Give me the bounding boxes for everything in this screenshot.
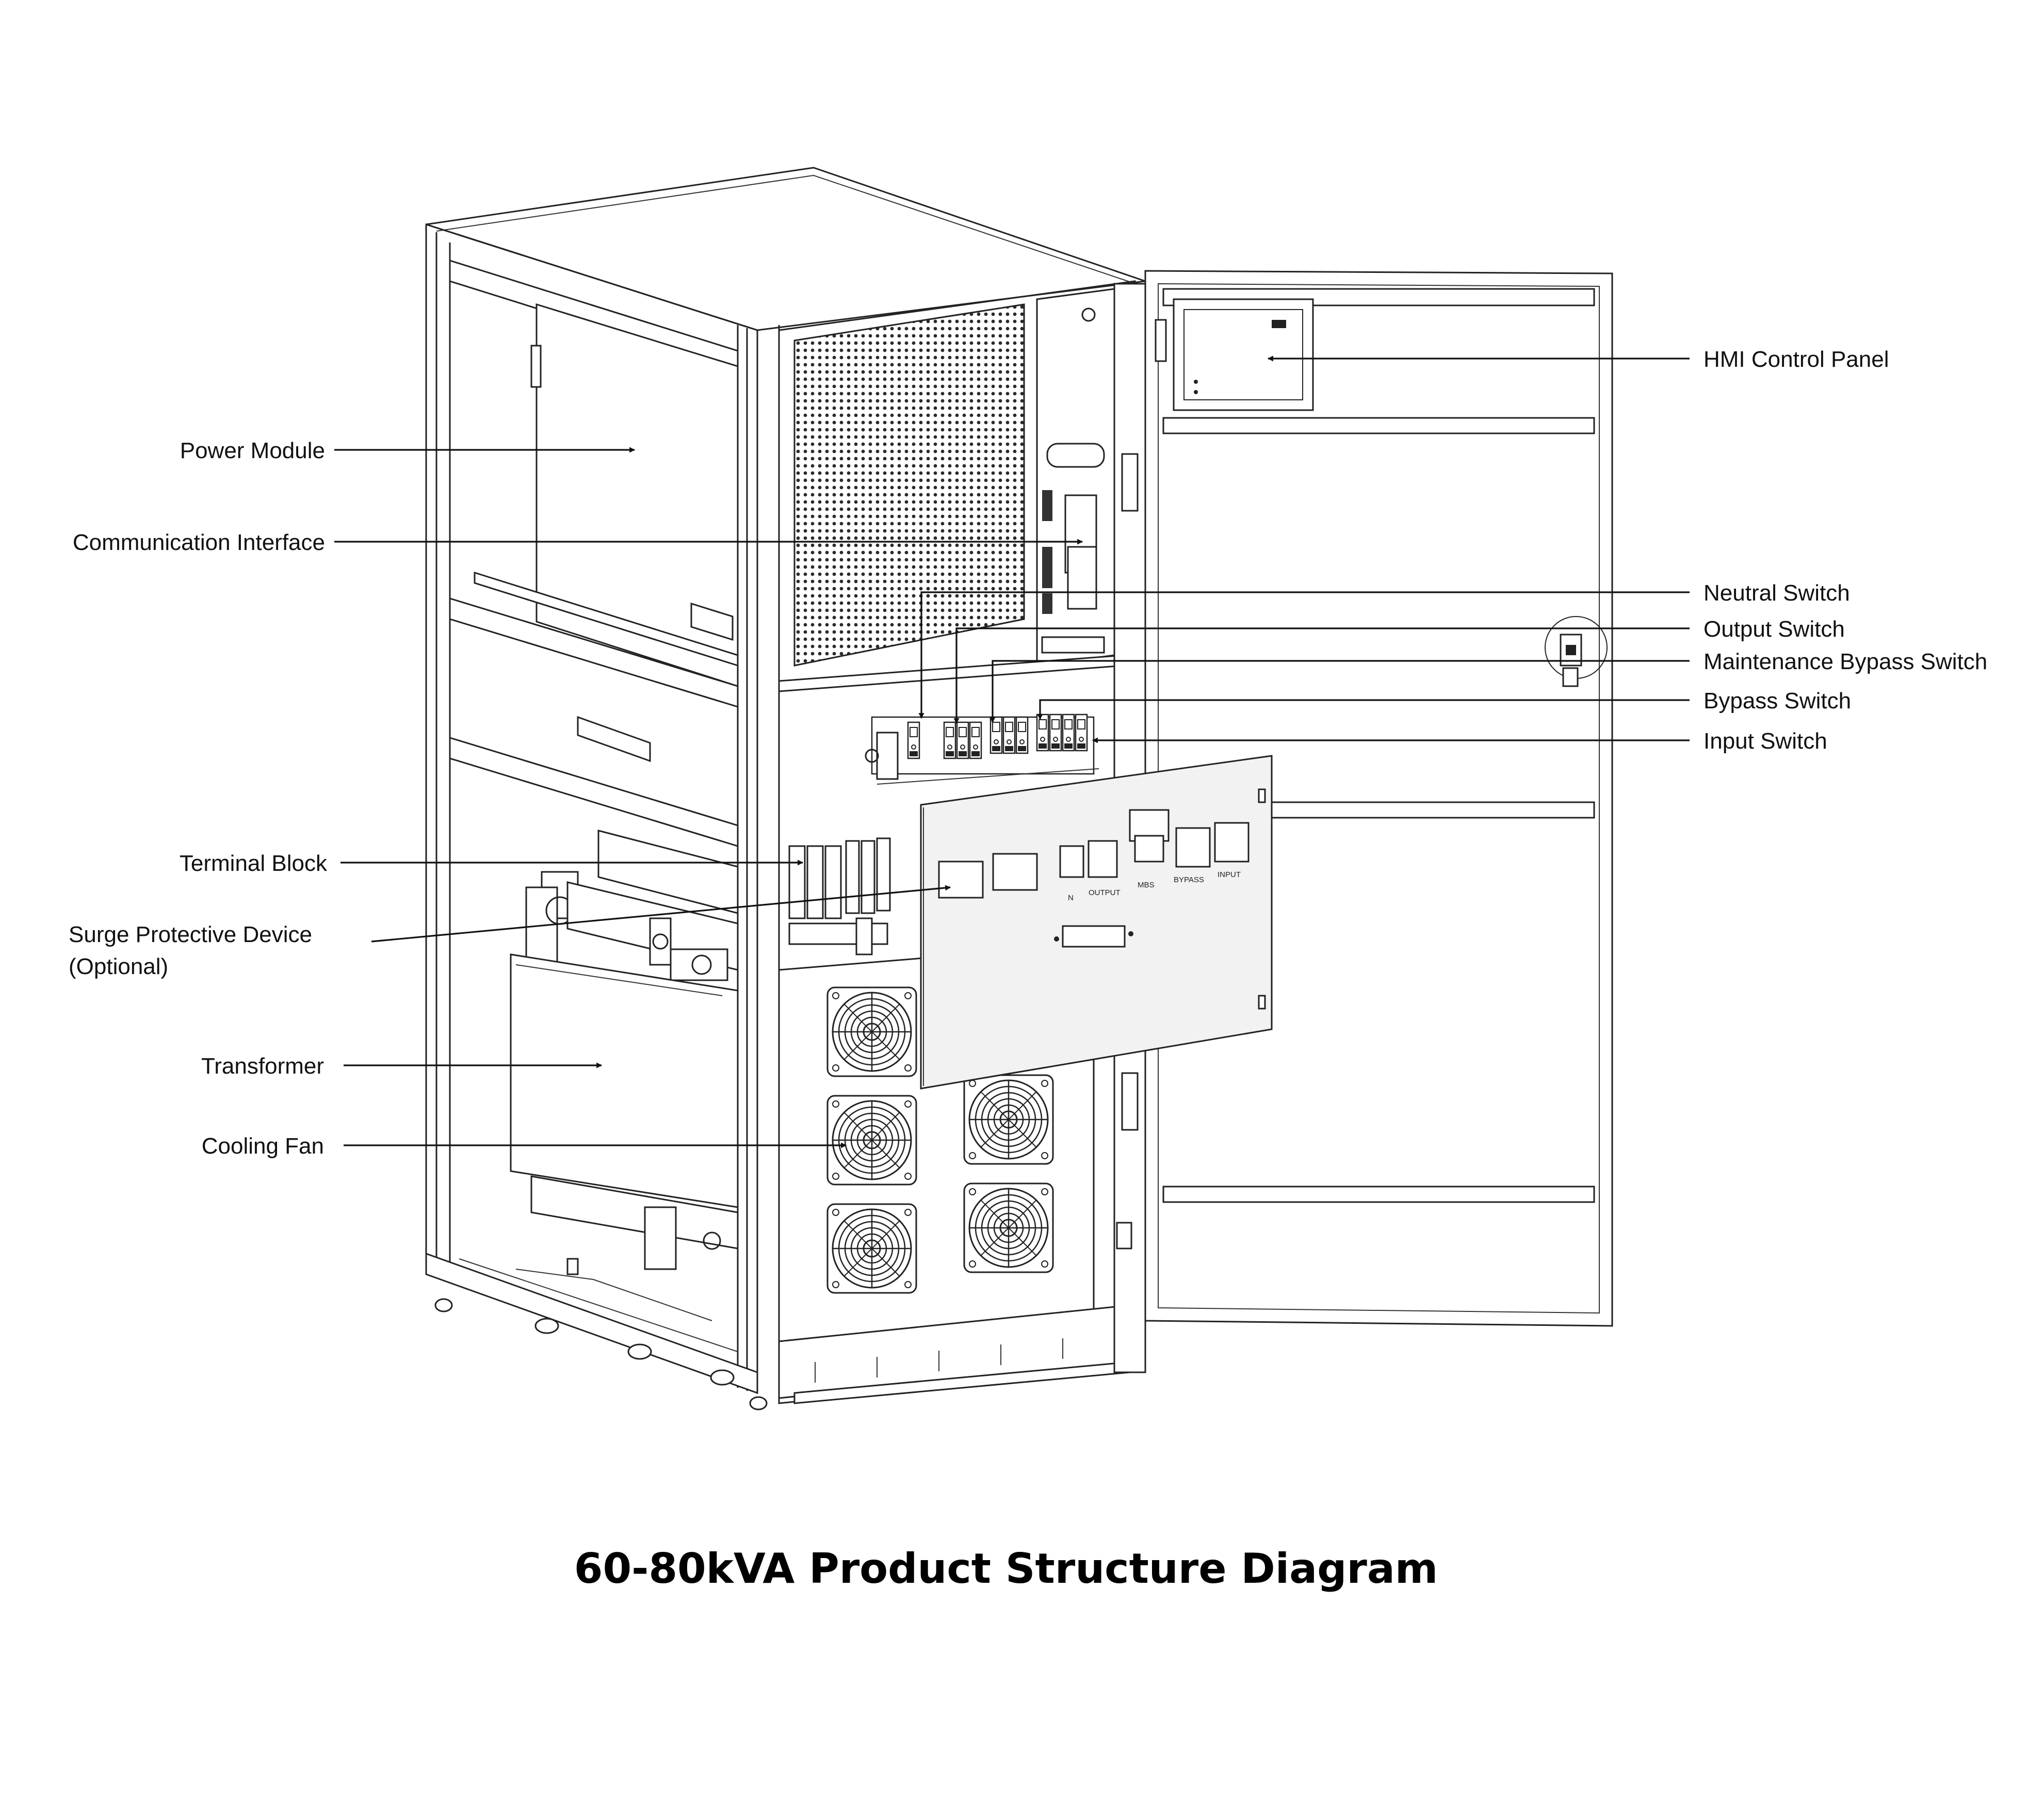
cooling-fan-icon xyxy=(826,1095,917,1186)
label-surge-protective-device-optional: (Optional) xyxy=(69,954,168,979)
leader-maintenance-bypass-switch xyxy=(989,660,1690,723)
label-output-switch: Output Switch xyxy=(1704,617,1845,642)
terminal-block-bars xyxy=(788,837,891,955)
power-module-panel xyxy=(536,303,739,688)
front-body xyxy=(778,280,1136,1404)
label-hmi-control-panel: HMI Control Panel xyxy=(1704,347,1889,372)
panel-label-mbs: MBS xyxy=(1138,881,1155,889)
cooling-fan-icon xyxy=(826,1203,917,1294)
cooling-fan-icon xyxy=(963,1074,1054,1165)
callout-labels: HMI Control Panel Power Module Communica… xyxy=(69,347,1987,1159)
label-surge-protective-device: Surge Protective Device xyxy=(69,922,312,947)
label-power-module: Power Module xyxy=(180,438,325,463)
leader-surge-protective-device xyxy=(371,885,951,943)
panel-label-input: INPUT xyxy=(1218,870,1241,879)
label-input-switch: Input Switch xyxy=(1704,728,1827,754)
hinge-icon xyxy=(1121,1072,1139,1131)
communication-interface xyxy=(1041,443,1105,654)
left-frame xyxy=(425,223,789,1410)
leader-neutral-switch xyxy=(918,591,1690,719)
ups-cabinet: N OUTPUT MBS BYPASS INPUT xyxy=(425,167,1613,1410)
label-bypass-switch: Bypass Switch xyxy=(1704,688,1851,713)
label-communication-interface: Communication Interface xyxy=(73,530,325,555)
hinge-icon xyxy=(1121,453,1139,512)
label-terminal-block: Terminal Block xyxy=(180,851,328,876)
panel-label-output: OUTPUT xyxy=(1089,888,1121,897)
perforated-vent xyxy=(793,303,1025,667)
cabinet-base xyxy=(425,1252,758,1394)
casters xyxy=(434,1298,768,1410)
switch-cover-panel xyxy=(920,755,1273,1090)
leader-bypass-switch xyxy=(1037,699,1690,720)
label-cooling-fan: Cooling Fan xyxy=(202,1133,324,1159)
transformer-body xyxy=(510,953,739,1208)
switch-panel-labels: N OUTPUT MBS BYPASS INPUT xyxy=(1068,870,1241,902)
terminal-block-shelf xyxy=(597,830,739,914)
hmi-control-panel xyxy=(1155,298,1314,411)
label-maintenance-bypass-switch: Maintenance Bypass Switch xyxy=(1704,649,1987,674)
cooling-fan-icon xyxy=(826,986,917,1077)
panel-label-bypass: BYPASS xyxy=(1174,875,1204,884)
cooling-fan-icon xyxy=(963,1182,1054,1273)
label-transformer: Transformer xyxy=(201,1053,324,1079)
diagram-title: 60-80kVA Product Structure Diagram xyxy=(574,1545,1438,1593)
switch-bank xyxy=(865,713,1099,785)
leader-output-switch xyxy=(953,627,1690,724)
callout-leaders xyxy=(334,355,1690,1148)
label-neutral-switch: Neutral Switch xyxy=(1704,580,1850,606)
panel-label-n: N xyxy=(1068,894,1074,902)
